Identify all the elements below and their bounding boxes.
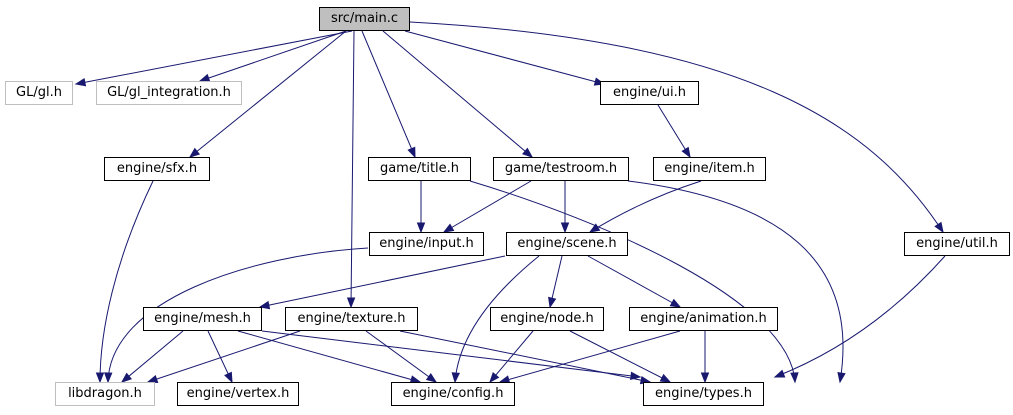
arrowhead-main-to-sfx (188, 147, 201, 158)
arrowhead-util-to-types (773, 369, 786, 378)
arrowhead-testroom-to-types (837, 371, 846, 384)
edge-mesh-to-libdragon (121, 330, 184, 383)
edge-input-to-libdragon (107, 247, 369, 383)
edge-node-to-config (489, 330, 534, 383)
node-testroom[interactable]: game/testroom.h (493, 157, 629, 181)
node-util[interactable]: engine/util.h (904, 232, 1010, 256)
node-types[interactable]: engine/types.h (643, 382, 764, 406)
edge-title-to-types (469, 180, 796, 383)
edge-main-to-sfx (189, 30, 347, 158)
edge-mesh-to-types (261, 330, 641, 378)
node-ui[interactable]: engine/ui.h (600, 81, 699, 105)
arrowhead-ui-to-item (681, 146, 691, 159)
arrowhead-main-to-testroom (522, 147, 534, 158)
edge-scene-to-animation (587, 255, 681, 308)
arrowhead-mesh-to-types (630, 371, 642, 381)
node-animation[interactable]: engine/animation.h (629, 307, 778, 331)
edge-scene-to-mesh (259, 255, 506, 308)
node-node[interactable]: engine/node.h (490, 307, 604, 331)
arrowhead-main-to-gl (74, 78, 87, 87)
edge-util-to-types (774, 255, 946, 378)
edge-main-to-texture (350, 30, 355, 308)
node-libdragon: libdragon.h (55, 382, 155, 406)
node-title[interactable]: game/title.h (368, 157, 471, 181)
node-vertex[interactable]: engine/vertex.h (177, 382, 299, 406)
edge-main-to-gl (75, 30, 353, 85)
edge-main-to-glint (199, 30, 347, 82)
arrowhead-testroom-to-scene (560, 222, 570, 234)
edge-mesh-to-config (237, 330, 421, 383)
edge-animation-to-config (499, 330, 681, 383)
arrowhead-item-to-scene (588, 223, 601, 233)
edge-testroom-to-types (627, 180, 844, 383)
node-config[interactable]: engine/config.h (391, 382, 515, 406)
edge-main-to-util (409, 21, 944, 233)
arrowhead-sfx-to-libdragon (95, 372, 105, 384)
node-input[interactable]: engine/input.h (369, 232, 484, 256)
edge-item-to-scene (589, 180, 702, 233)
node-gl-integration: GL/gl_integration.h (96, 81, 242, 105)
node-sfx[interactable]: engine/sfx.h (104, 157, 210, 181)
arrowhead-input-to-libdragon (104, 372, 113, 384)
arrowhead-main-to-title (407, 146, 416, 159)
node-gl: GL/gl.h (5, 81, 73, 105)
arrowhead-node-to-types (659, 373, 672, 383)
node-mesh[interactable]: engine/mesh.h (143, 307, 262, 331)
arrowhead-animation-to-types (700, 372, 710, 384)
edge-scene-to-config (454, 255, 540, 383)
edge-main-to-ui (404, 30, 605, 85)
edge-texture-to-types (399, 330, 651, 383)
arrowhead-scene-to-animation (669, 298, 682, 308)
edge-ui-to-item (657, 104, 691, 158)
edge-testroom-to-input (443, 180, 532, 233)
edge-node-to-types (569, 330, 671, 383)
arrowhead-title-to-types (790, 372, 799, 384)
node-item[interactable]: engine/item.h (653, 157, 766, 181)
node-main[interactable]: src/main.c (319, 7, 410, 31)
arrowhead-scene-to-mesh (258, 300, 271, 310)
arrowhead-mesh-to-libdragon (120, 372, 133, 383)
arrowhead-main-to-texture (346, 297, 356, 309)
edge-main-to-title (361, 30, 416, 158)
arrowhead-texture-to-config (425, 372, 438, 383)
edge-main-to-testroom (382, 30, 533, 158)
arrowhead-testroom-to-input (442, 223, 455, 233)
arrowhead-main-to-util (934, 221, 944, 234)
edge-sfx-to-libdragon (99, 180, 154, 383)
arrowhead-mesh-to-vertex (224, 371, 233, 384)
node-scene[interactable]: engine/scene.h (506, 232, 628, 256)
arrowhead-scene-to-node (548, 296, 557, 309)
edge-texture-to-libdragon (147, 330, 301, 383)
node-texture[interactable]: engine/texture.h (285, 307, 418, 331)
edge-texture-to-config (365, 330, 437, 383)
arrowhead-title-to-input (416, 222, 426, 234)
arrowhead-node-to-config (489, 372, 500, 384)
arrowhead-scene-to-config (451, 372, 460, 384)
